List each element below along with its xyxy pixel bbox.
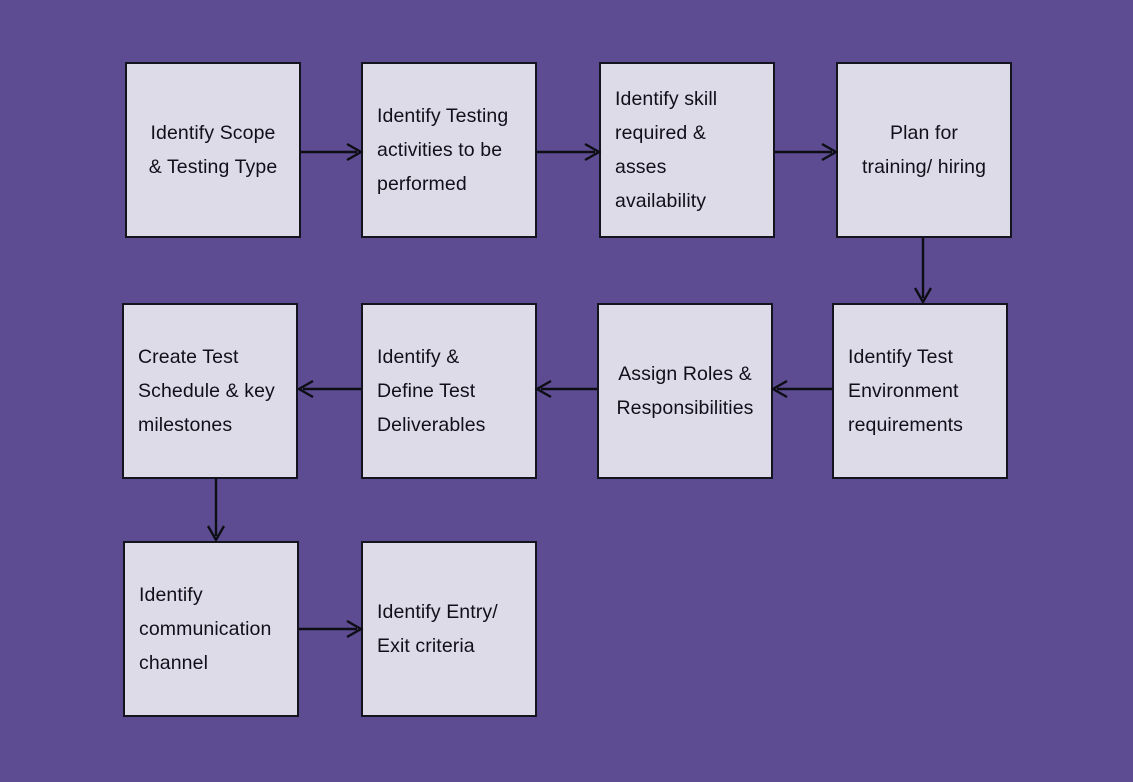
flow-node-identify-skill-required[interactable]: Identify skill required & asses availabi…	[599, 62, 775, 238]
flow-node-identify-scope[interactable]: Identify Scope & Testing Type	[125, 62, 301, 238]
flow-arrow-schedule-to-communication	[206, 478, 226, 543]
flow-arrow-skill-to-training	[775, 142, 839, 162]
flow-node-plan-for-training[interactable]: Plan for training/ hiring	[836, 62, 1012, 238]
flow-node-identify-testing-activities[interactable]: Identify Testing activities to be perfor…	[361, 62, 537, 238]
flow-node-create-test-schedule[interactable]: Create Test Schedule & key milestones	[122, 303, 298, 479]
flow-arrow-communication-to-entry-exit	[299, 619, 364, 639]
flow-node-label: Plan for training/ hiring	[861, 122, 987, 178]
flow-node-identify-communication-channel[interactable]: Identify communication channel	[123, 541, 299, 717]
flow-node-label: Identify Entry/ Exit criteria	[377, 601, 498, 657]
flow-node-label: Identify Testing activities to be perfor…	[377, 105, 509, 195]
flow-node-label: Identify Scope & Testing Type	[148, 122, 278, 178]
flow-node-label: Identify Test Environment requirements	[848, 346, 964, 436]
flow-arrow-scope-to-activities	[301, 142, 364, 162]
flow-node-label: Identify & Define Test Deliverables	[377, 346, 486, 436]
flow-node-identify-entry-exit-criteria[interactable]: Identify Entry/ Exit criteria	[361, 541, 537, 717]
flow-node-label: Identify skill required & asses availabi…	[615, 88, 718, 212]
flow-node-label: Assign Roles & Responsibilities	[616, 363, 754, 419]
flow-node-identify-define-deliverables[interactable]: Identify & Define Test Deliverables	[361, 303, 537, 479]
flow-arrow-deliverables-to-schedule	[296, 379, 361, 399]
flow-node-label: Identify communication channel	[139, 584, 272, 674]
flow-arrow-roles-to-deliverables	[534, 379, 597, 399]
flow-arrow-activities-to-skill	[537, 142, 602, 162]
flow-arrow-environment-to-roles	[770, 379, 833, 399]
flow-node-assign-roles[interactable]: Assign Roles & Responsibilities	[597, 303, 773, 479]
flow-node-identify-test-environment[interactable]: Identify Test Environment requirements	[832, 303, 1008, 479]
flow-arrow-training-to-environment	[913, 238, 933, 305]
flow-node-label: Create Test Schedule & key milestones	[138, 346, 275, 436]
